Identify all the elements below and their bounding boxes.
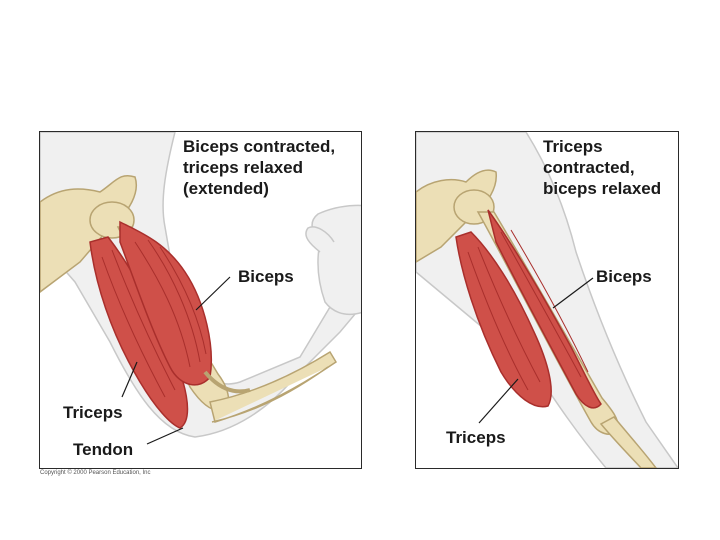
leader-tendon (147, 428, 183, 444)
right-caption: Triceps contracted, biceps relaxed (543, 136, 661, 199)
copyright-credit: Copyright © 2000 Pearson Education, Inc (40, 470, 151, 476)
leader-triceps (479, 379, 518, 423)
left-caption: Biceps contracted, triceps relaxed (exte… (183, 136, 335, 199)
left-caption-line-3: (extended) (183, 178, 335, 199)
right-caption-line-3: biceps relaxed (543, 178, 661, 199)
right-caption-line-1: Triceps (543, 136, 661, 157)
right-biceps-label: Biceps (596, 266, 652, 287)
left-caption-line-2: triceps relaxed (183, 157, 335, 178)
left-caption-line-1: Biceps contracted, (183, 136, 335, 157)
left-tendon-label: Tendon (73, 439, 133, 460)
fist (312, 205, 361, 314)
left-triceps-label: Triceps (63, 402, 123, 423)
leader-biceps (196, 277, 230, 310)
right-triceps-label: Triceps (446, 427, 506, 448)
left-biceps-label: Biceps (238, 266, 294, 287)
right-caption-line-2: contracted, (543, 157, 661, 178)
